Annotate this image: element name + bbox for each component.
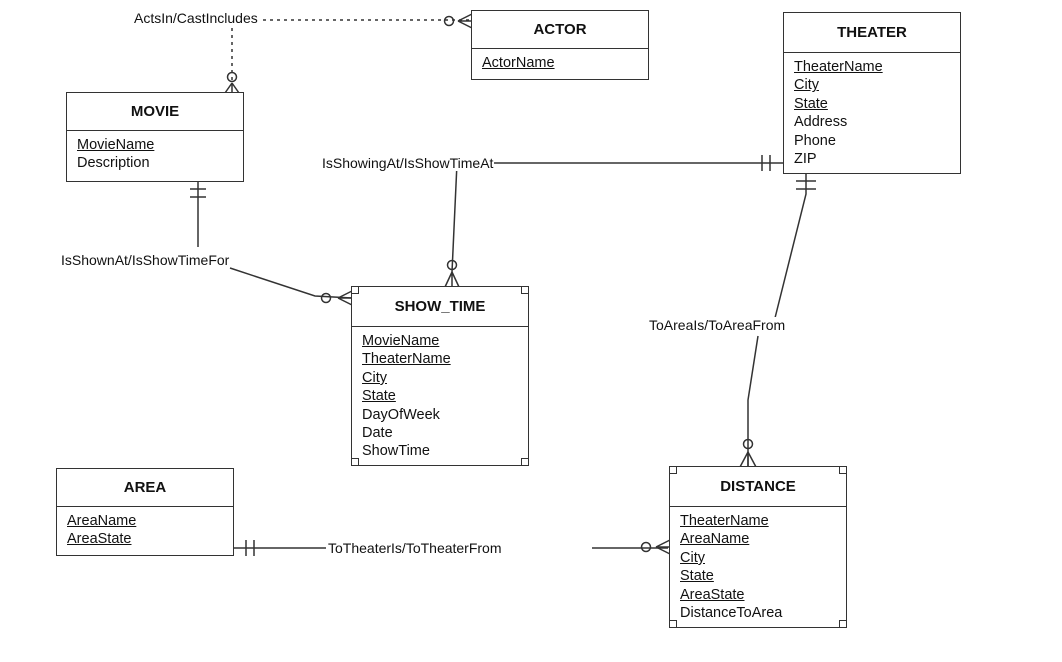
to-theater-distance-optional: [640, 541, 652, 553]
acts-in-actor-optional: [443, 15, 455, 27]
to-areas-theater-mandatory: [796, 180, 816, 190]
rel-line-acts-in: [231, 19, 470, 80]
attribute: DistanceToArea: [680, 605, 783, 622]
key-attribute: City: [794, 77, 819, 94]
key-attribute: AreaState: [680, 586, 745, 603]
shown-at-showtime-optional: [320, 292, 332, 304]
weak-entity-corner: [669, 620, 677, 628]
entity-theater-title: THEATER: [784, 13, 960, 53]
rel-label-to-theater: ToTheaterIs/ToTheaterFrom: [327, 540, 503, 556]
key-attribute: TheaterName: [680, 513, 769, 529]
key-attribute: State: [362, 388, 396, 405]
entity-actor-attributes: ActorName: [472, 49, 648, 72]
rel-label-acts-in: ActsIn/CastIncludes: [133, 10, 259, 26]
weak-entity-corner: [351, 458, 359, 466]
rel-line-shown-at: [197, 182, 353, 299]
acts-in-movie-optional: [226, 71, 238, 83]
showing-at-theater-mandatory: [761, 155, 771, 171]
weak-entity-corner: [839, 466, 847, 474]
acts-in-movie-crowfoot: [224, 82, 240, 94]
weak-entity-corner: [351, 286, 359, 294]
key-attribute: ActorName: [482, 55, 555, 71]
entity-actor: ACTOR ActorName: [471, 10, 649, 80]
key-attribute: AreaState: [67, 531, 132, 548]
key-attribute: City: [362, 369, 387, 386]
key-attribute: AreaName: [680, 531, 750, 548]
rel-label-shown-at: IsShownAt/IsShowTimeFor: [60, 252, 231, 268]
key-attribute: TheaterName: [362, 351, 451, 368]
acts-in-actor-crowfoot: [457, 13, 473, 29]
key-attribute: State: [680, 568, 714, 585]
shown-at-showtime-crowfoot: [337, 290, 353, 306]
entity-actor-title: ACTOR: [472, 11, 648, 49]
attribute: ZIP: [794, 151, 817, 168]
rel-label-showing-at: IsShowingAt/IsShowTimeAt: [321, 155, 495, 171]
weak-entity-corner: [521, 286, 529, 294]
attribute: Phone: [794, 132, 836, 149]
key-attribute: AreaName: [67, 513, 137, 529]
attribute: Description: [77, 155, 150, 172]
to-areas-distance-crowfoot: [739, 451, 757, 468]
key-attribute: City: [680, 549, 705, 566]
key-attribute: TheaterName: [794, 59, 883, 75]
shown-at-movie-mandatory: [190, 188, 206, 198]
showing-at-showtime-optional: [446, 259, 458, 271]
showing-at-showtime-crowfoot: [444, 271, 460, 288]
to-theater-distance-crowfoot: [655, 539, 671, 555]
entity-movie-title: MOVIE: [67, 93, 243, 131]
attribute: Date: [362, 425, 393, 442]
weak-entity-corner: [669, 466, 677, 474]
weak-entity-corner: [521, 458, 529, 466]
key-attribute: MovieName: [362, 333, 440, 349]
attribute: ShowTime: [362, 443, 430, 460]
entity-distance-title: DISTANCE: [670, 467, 846, 507]
attribute: Address: [794, 114, 848, 131]
key-attribute: MovieName: [77, 137, 155, 153]
to-areas-distance-optional: [742, 438, 754, 450]
to-theater-area-mandatory: [245, 540, 255, 556]
key-attribute: State: [794, 95, 828, 112]
entity-area-title: AREA: [57, 469, 233, 507]
rel-line-showing-at: [451, 162, 784, 273]
rel-label-to-areas: ToAreaIs/ToAreaFrom: [648, 317, 787, 333]
attribute: DayOfWeek: [362, 406, 440, 423]
entity-show-time-title: SHOW_TIME: [352, 287, 528, 327]
weak-entity-corner: [839, 620, 847, 628]
